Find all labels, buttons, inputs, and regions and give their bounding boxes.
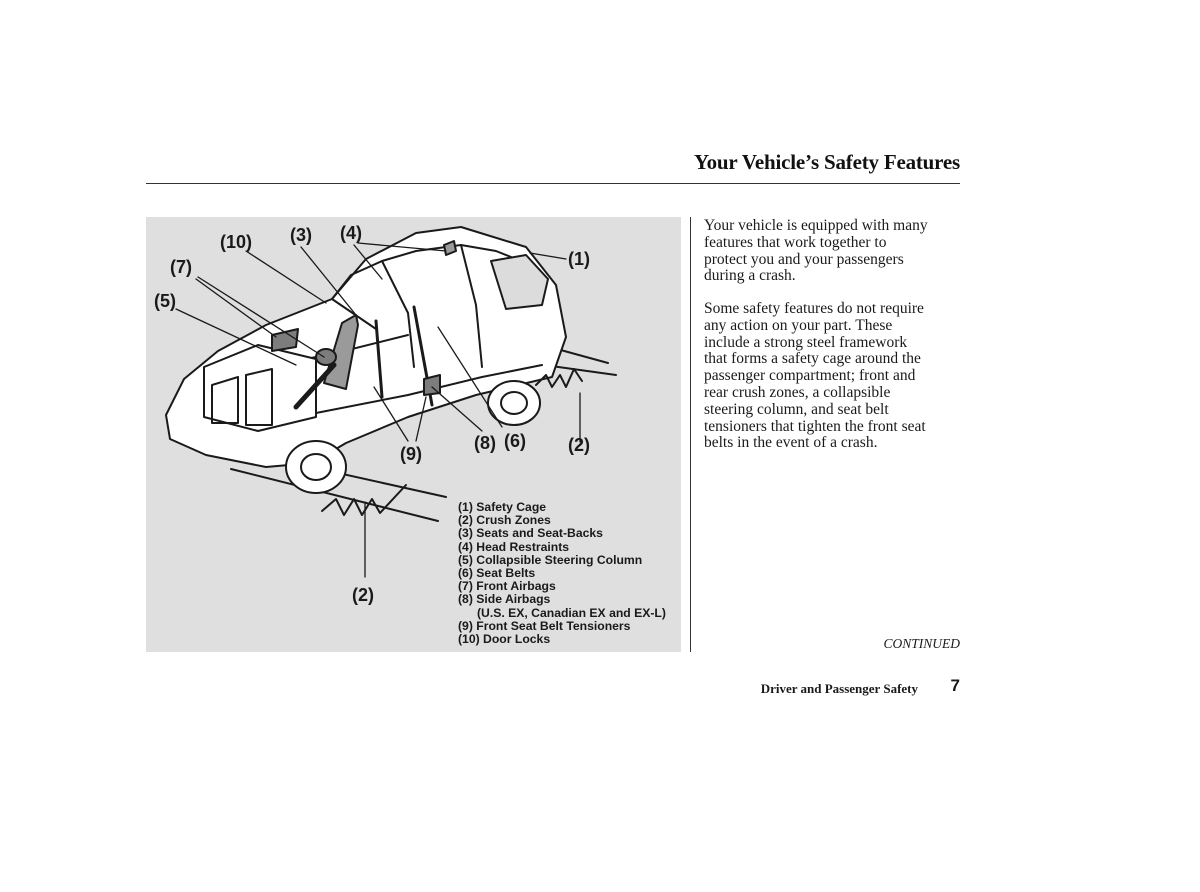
callout-2-rear: (2) [568, 435, 590, 455]
leader-3 [300, 246, 357, 316]
leader-4b [357, 242, 447, 252]
callout-7: (7) [170, 257, 192, 277]
leader-4a [353, 244, 383, 280]
title-rule [146, 183, 960, 184]
callout-9: (9) [400, 444, 422, 464]
legend-item: (4) Head Restraints [458, 539, 570, 554]
ground-line-front [230, 468, 439, 522]
leader-9b [415, 396, 427, 442]
legend-item: (6) Seat Belts [458, 566, 536, 581]
front-seat [323, 314, 359, 390]
column-rule [690, 217, 691, 652]
leader-6 [437, 326, 503, 428]
seat-belt-front [374, 319, 384, 399]
legend-item: (3) Seats and Seat-Backs [458, 526, 603, 541]
safety-cage-rocker [315, 364, 543, 414]
paragraph-text: Your vehicle is equipped with many featu… [704, 217, 928, 285]
crush-zone-spring-front [321, 484, 407, 516]
legend-item: (9) Front Seat Belt Tensioners [458, 618, 631, 633]
leader-8 [431, 386, 483, 432]
head-restraint [443, 240, 457, 256]
crush-zone-spring-rear [535, 368, 583, 388]
body-paragraph-1: Your vehicle is equipped with many featu… [704, 217, 962, 285]
legend-item: (8) Side Airbags [458, 592, 551, 607]
continued-marker: CONTINUED [883, 636, 960, 651]
leader-7b [197, 276, 325, 358]
steering-column [293, 362, 337, 410]
airbag-module [271, 328, 299, 352]
page-title: Your Vehicle’s Safety Features [693, 150, 960, 174]
page-number: 7 [950, 676, 960, 695]
footer-section-title: Driver and Passenger Safety [760, 681, 918, 696]
safety-features-figure: (1) (2) (2) (3) (4) (5) (6) (7) (8) (9) … [146, 217, 681, 652]
legend-item: (10) Door Locks [458, 632, 551, 647]
front-wheel-hub [300, 453, 332, 481]
safety-cage-pillar-c [460, 244, 483, 368]
safety-cage-roof [331, 244, 527, 300]
callout-3: (3) [290, 225, 312, 245]
legend-item: (7) Front Airbags [458, 579, 556, 594]
safety-cage-pillar-a [331, 298, 377, 330]
leader-1 [529, 252, 567, 260]
vehicle-cutaway-illustration [165, 226, 617, 578]
features-legend: (1) Safety Cage (2) Crush Zones (3) Seat… [458, 500, 666, 647]
legend-item: (2) Crush Zones [458, 513, 551, 528]
leader-7a [195, 278, 277, 338]
rear-wheel [487, 380, 541, 426]
callout-5: (5) [154, 291, 176, 311]
leader-9a [373, 386, 409, 442]
rear-wheel-hub [500, 391, 528, 415]
leader-5 [175, 308, 297, 366]
front-grille [211, 368, 273, 426]
legend-item: (5) Collapsible Steering Column [458, 552, 643, 567]
legend-item: (1) Safety Cage [458, 500, 547, 514]
front-section [203, 344, 317, 432]
callout-1: (1) [568, 249, 590, 269]
callout-4: (4) [340, 223, 362, 243]
callout-6: (6) [504, 431, 526, 451]
leader-10 [245, 250, 327, 304]
front-wheel [285, 440, 347, 494]
body-paragraph-2: Some safety features do not require any … [704, 300, 962, 452]
paragraph-text: Some safety features do not require any … [704, 300, 926, 452]
legend-item-note: (U.S. EX, Canadian EX and EX-L) [477, 605, 666, 620]
steering-wheel [315, 348, 337, 366]
callout-10: (10) [220, 232, 253, 252]
callout-8: (8) [474, 433, 496, 453]
callout-2-front: (2) [352, 585, 374, 605]
safety-cage-pillar-b [381, 260, 415, 368]
rear-window [490, 254, 549, 310]
